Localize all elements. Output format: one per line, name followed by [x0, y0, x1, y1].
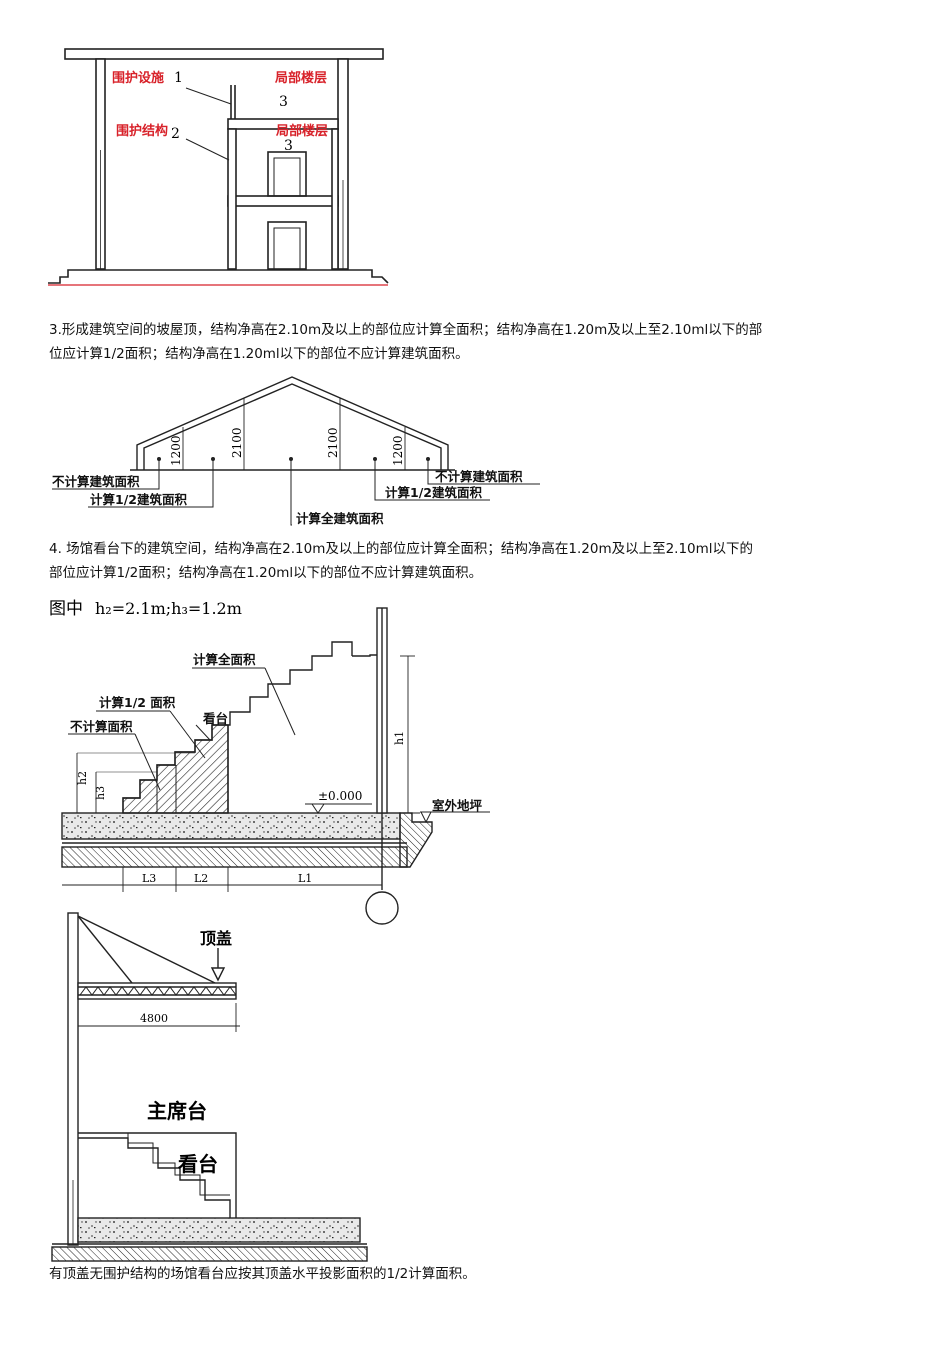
number-3-top: 3	[279, 94, 288, 110]
label-full-calc: 计算全建筑面积	[296, 511, 384, 526]
label-no-calc-right: 不计算建筑面积	[435, 469, 523, 484]
label-calc-half: 计算1/2 面积	[99, 695, 176, 710]
label-guard-structure: 围护结构	[116, 123, 168, 139]
paragraph-4-line-2: 部位应计算1/2面积；结构净高在1.20ml以下的部位不应计算建筑面积。	[49, 565, 483, 581]
dim-L3: L3	[142, 872, 156, 885]
paragraph-3: 3.形成建筑空间的坡屋顶，结构净高在2.10m及以上的部位应计算全面积；结构净高…	[49, 318, 849, 366]
label-roof: 顶盖	[200, 929, 232, 948]
paragraph-3-line-1: 3.形成建筑空间的坡屋顶，结构净高在2.10m及以上的部位应计算全面积；结构净高…	[49, 322, 763, 338]
label-outdoor-ground: 室外地坪	[432, 798, 483, 813]
number-2: 2	[171, 126, 180, 142]
dim-h3: h3	[94, 786, 107, 800]
dim-h2: h2	[76, 771, 89, 785]
dim-2100-left: 2100	[230, 427, 244, 458]
dim-L2: L2	[194, 872, 208, 885]
figure-pitched-roof	[52, 376, 540, 526]
dim-2100-right: 2100	[326, 427, 340, 458]
label-calc-none: 不计算面积	[70, 719, 133, 734]
paragraph-4: 4. 场馆看台下的建筑空间，结构净高在2.10m及以上的部位应计算全面积；结构净…	[49, 537, 849, 585]
label-calc-full: 计算全面积	[193, 652, 256, 667]
paragraph-5: 有顶盖无围护结构的场馆看台应按其顶盖水平投影面积的1/2计算面积。	[49, 1262, 849, 1286]
number-3-mid: 3	[284, 138, 293, 154]
label-half-calc-left: 计算1/2建筑面积	[90, 492, 187, 507]
label-half-calc-right: 计算1/2建筑面积	[385, 485, 482, 500]
label-guard-facility: 围护设施	[112, 70, 164, 86]
paragraph-4-line-1: 4. 场馆看台下的建筑空间，结构净高在2.10m及以上的部位应计算全面积；结构净…	[49, 541, 754, 557]
paragraph-5-line-1: 有顶盖无围护结构的场馆看台应按其顶盖水平投影面积的1/2计算面积。	[49, 1266, 476, 1282]
figure-partial-floor-section	[48, 48, 389, 284]
dim-h1: h1	[393, 731, 406, 745]
label-zero-elevation: ±0.000	[318, 789, 362, 803]
caption-formula: h₂=2.1m;h₃=1.2m	[95, 599, 242, 618]
label-partial-floor-top: 局部楼层	[275, 70, 327, 86]
label-stand-roofed: 看台	[178, 1152, 218, 1176]
number-1: 1	[174, 70, 183, 86]
dim-1200-right: 1200	[391, 435, 405, 466]
label-partial-floor-mid: 局部楼层	[276, 123, 328, 139]
dim-L1: L1	[298, 872, 312, 885]
dim-4800: 4800	[140, 1012, 168, 1025]
paragraph-3-line-2: 位应计算1/2面积；结构净高在1.20ml以下的部位不应计算建筑面积。	[49, 346, 469, 362]
caption-prefix: 图中	[49, 599, 83, 619]
label-no-calc-left: 不计算建筑面积	[52, 474, 140, 489]
dim-1200-left: 1200	[169, 435, 183, 466]
figure-roofed-stand	[51, 912, 368, 1262]
label-stand: 看台	[203, 711, 228, 726]
label-rostrum: 主席台	[147, 1099, 207, 1123]
figure-stand-section	[61, 607, 490, 925]
